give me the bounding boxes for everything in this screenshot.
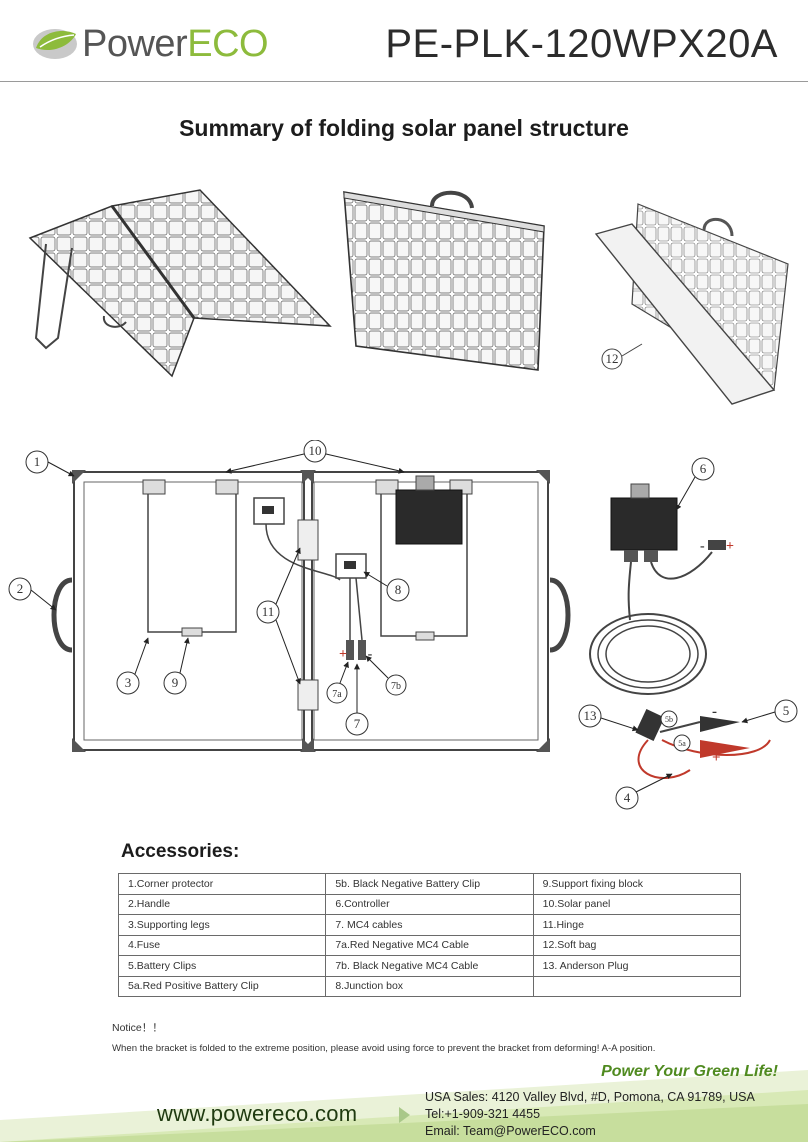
minus-sign-6: -: [700, 539, 705, 554]
website-link[interactable]: www.powereco.com: [157, 1101, 358, 1126]
table-cell: 10.Solar panel: [532, 893, 742, 915]
table-cell: 5a.Red Positive Battery Clip: [117, 975, 327, 997]
svg-text:1: 1: [34, 454, 41, 469]
svg-text:5a: 5a: [678, 739, 686, 748]
notice-title: Notice！！: [112, 1022, 163, 1034]
callout-5a: 5a: [673, 734, 691, 752]
callout-13: 13: [578, 704, 639, 732]
svg-text:8: 8: [395, 582, 402, 597]
callout-7a: 7a: [326, 661, 349, 704]
table-cell: 5b. Black Negative Battery Clip: [325, 873, 534, 895]
table-cell: 7b. Black Negative MC4 Cable: [325, 955, 534, 977]
sales-address: USA Sales: 4120 Valley Blvd, #D, Pomona,…: [425, 1090, 755, 1104]
callout-5b: 5b: [660, 710, 678, 728]
svg-text:9: 9: [172, 675, 179, 690]
plus-sign: +: [339, 647, 347, 662]
callout-12: 12: [606, 351, 619, 366]
callout-5: 5: [741, 699, 798, 724]
leaf-logo-icon: [30, 24, 80, 64]
svg-text:7: 7: [354, 716, 361, 731]
slogan: Power Your Green Life!: [601, 1063, 778, 1080]
callout-11: 11: [256, 547, 301, 685]
table-cell: 9.Support fixing block: [532, 873, 742, 895]
notice-text: When the bracket is folded to the extrem…: [112, 1043, 656, 1054]
svg-text:6: 6: [700, 461, 707, 476]
arrow-icon: [399, 1107, 410, 1123]
svg-text:7a: 7a: [332, 689, 342, 700]
table-cell: [532, 975, 742, 997]
panel-in-soft-bag-drawing: 12: [594, 203, 789, 405]
table-cell: 2.Handle: [117, 893, 327, 915]
callout-10: 10: [225, 440, 405, 474]
model-number: PE-PLK-120WPX20A: [385, 22, 778, 66]
svg-text:13: 13: [584, 708, 597, 723]
table-cell: 7a.Red Negative MC4 Cable: [325, 934, 534, 956]
callout-7b: 7b: [365, 655, 407, 696]
table-cell: 3.Supporting legs: [117, 914, 327, 936]
callout-2: 2: [8, 577, 57, 611]
callout-8: 8: [363, 571, 410, 602]
svg-text:3: 3: [125, 675, 132, 690]
svg-text:10: 10: [309, 443, 322, 458]
svg-text:11: 11: [262, 604, 275, 619]
page-header: PowerECO PE-PLK-120WPX20A: [0, 0, 808, 82]
minus-sign-5b: -: [712, 704, 717, 720]
table-cell: 6.Controller: [325, 893, 534, 915]
svg-text:4: 4: [624, 790, 631, 805]
callout-4: 4: [615, 773, 673, 810]
svg-text:5b: 5b: [665, 715, 673, 724]
page-title: Summary of folding solar panel structure: [179, 115, 629, 141]
table-cell: 13. Anderson Plug: [532, 955, 742, 977]
accessories-heading: Accessories:: [121, 841, 240, 862]
table-cell: 5.Battery Clips: [117, 955, 327, 977]
table-cell: 1.Corner protector: [117, 873, 327, 895]
table-cell: 7. MC4 cables: [325, 914, 534, 936]
telephone: Tel:+1-909-321 4455: [425, 1107, 541, 1121]
minus-sign: -: [368, 647, 373, 662]
panel-unfolded-drawing: [28, 189, 332, 378]
panel-structure-diagram: 1 2 3 9 10 11 8 7a 7b: [8, 440, 798, 810]
table-cell: 4.Fuse: [117, 934, 327, 956]
callout-3: 3: [116, 637, 149, 695]
panel-folded-drawing: [343, 190, 545, 371]
svg-text:7b: 7b: [391, 681, 401, 692]
callout-1: 1: [25, 450, 75, 477]
callout-6: 6: [675, 457, 715, 511]
callout-7: 7: [345, 663, 369, 736]
table-cell: 12.Soft bag: [532, 934, 742, 956]
svg-text:5: 5: [783, 703, 790, 718]
table-cell: 8.Junction box: [325, 975, 534, 997]
logo-wordmark: PowerECO: [82, 22, 269, 65]
callout-9: 9: [163, 637, 190, 695]
table-cell: 11.Hinge: [532, 914, 742, 936]
plus-sign-5a: +: [712, 750, 721, 766]
svg-text:2: 2: [17, 581, 24, 596]
powereco-logo: PowerECO: [30, 20, 269, 68]
email[interactable]: Email: Team@PowerECO.com: [425, 1124, 596, 1138]
plus-sign-6: +: [726, 539, 734, 554]
